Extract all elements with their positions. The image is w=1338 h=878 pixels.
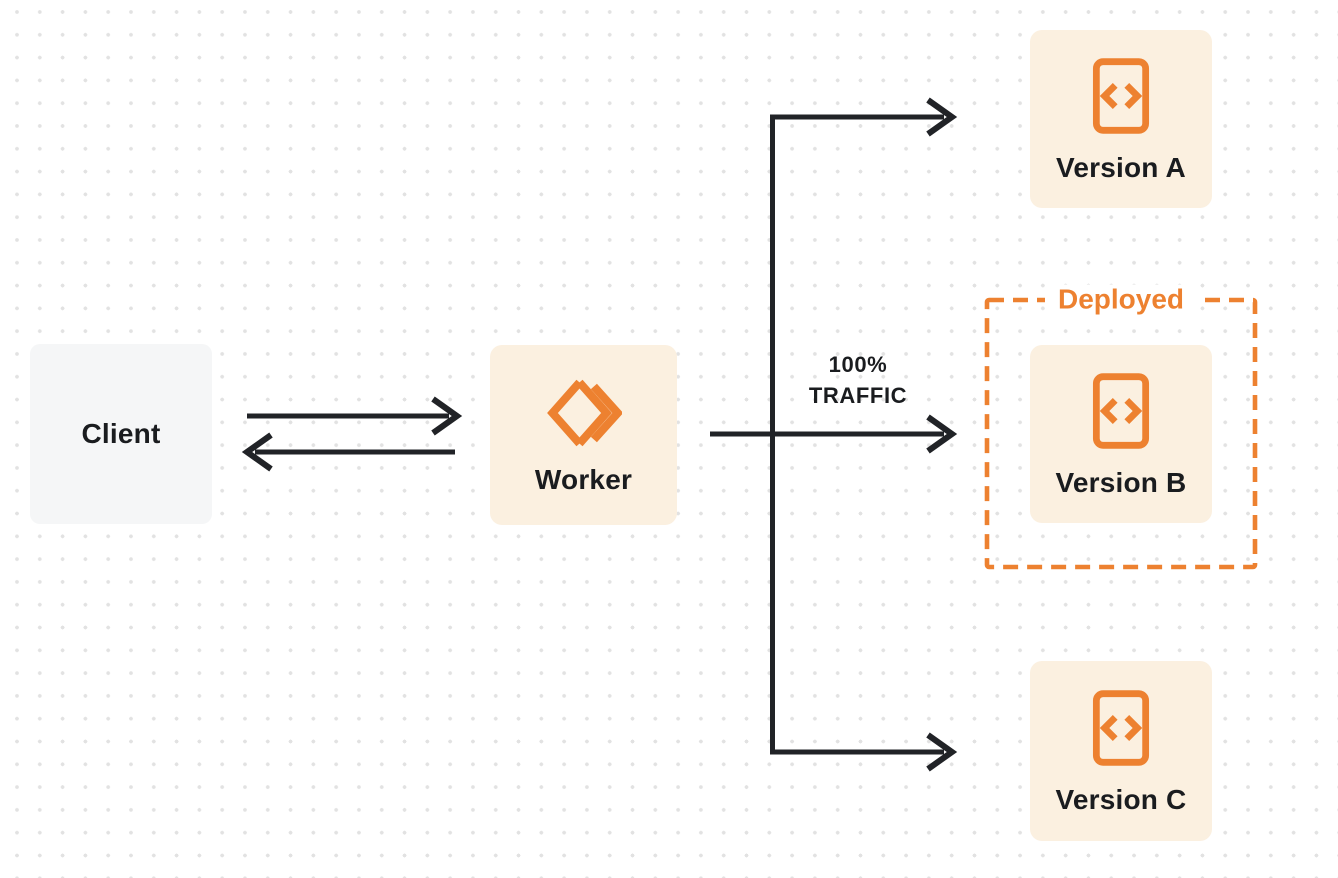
traffic-percent-text: 100%: [828, 352, 888, 377]
worker-to-version-b-arrow-head: [926, 414, 958, 454]
branch-to-version-c-arrow-head: [926, 732, 958, 772]
worker-label: Worker: [534, 463, 633, 495]
code-file-icon: [1092, 689, 1150, 766]
version-c-label: Version C: [1055, 783, 1187, 815]
version-a-node: Version A: [1030, 30, 1212, 208]
worker-node: Worker: [490, 345, 677, 525]
traffic-annotation: 100% TRAFFIC: [809, 349, 907, 411]
cloudflare-workers-logo-icon: [546, 379, 622, 446]
code-file-icon: [1092, 372, 1150, 449]
code-file-icon: [1092, 57, 1150, 134]
version-a-label: Version A: [1056, 151, 1186, 183]
client-to-worker-arrow-head: [431, 396, 463, 436]
traffic-word-text: TRAFFIC: [808, 383, 908, 408]
branch-trunk-line: [770, 114, 944, 755]
branch-to-version-a-arrow-head: [926, 97, 958, 137]
version-c-node: Version C: [1030, 661, 1212, 841]
deployed-group-label: Deployed: [1044, 284, 1198, 316]
version-b-label: Version B: [1055, 466, 1187, 498]
version-b-node: Version B: [1030, 345, 1212, 523]
worker-to-client-arrow-head: [241, 432, 273, 472]
client-node: Client: [30, 344, 212, 524]
client-label: Client: [81, 418, 161, 449]
